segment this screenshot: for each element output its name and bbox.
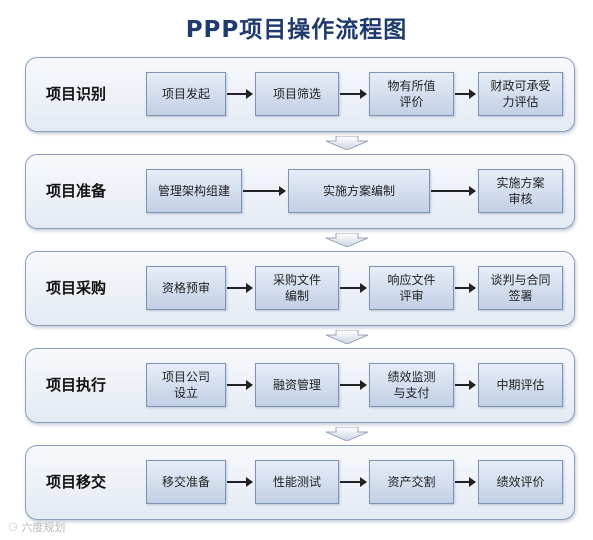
step-box: 项目公司 设立 <box>146 363 226 407</box>
step-box: 移交准备 <box>146 460 226 504</box>
stage-4: 项目执行 项目公司 设立融资管理绩效监测 与支付中期评估 <box>25 348 575 423</box>
step-arrow <box>227 380 253 390</box>
step-box: 资格预审 <box>146 266 226 310</box>
step-arrow <box>227 283 253 293</box>
step-arrow <box>455 283 476 293</box>
stage-label: 项目采购 <box>46 279 107 297</box>
watermark-text: 六度规划 <box>21 521 66 534</box>
step-box: 谈判与合同 签署 <box>478 266 563 310</box>
step-arrow <box>227 477 253 487</box>
stage-label: 项目准备 <box>46 182 107 200</box>
diagram-title: PPP项目操作流程图 <box>185 17 408 43</box>
step-arrow <box>455 477 476 487</box>
step-arrow <box>340 477 367 487</box>
step-arrow <box>243 186 286 196</box>
step-box: 项目筛选 <box>255 72 339 116</box>
down-arrow-icon <box>322 329 372 345</box>
stage-2: 项目准备 管理架构组建 实施方案编制 实施方案 审核 <box>25 154 575 229</box>
step-box: 实施方案编制 <box>288 169 430 213</box>
step-arrow <box>340 380 367 390</box>
step-box: 采购文件 编制 <box>255 266 339 310</box>
stage-label: 项目执行 <box>46 376 107 394</box>
step-box: 绩效监测 与支付 <box>369 363 454 407</box>
step-box: 绩效评价 <box>478 460 563 504</box>
watermark: ⚆ 六度规划 <box>8 519 65 535</box>
step-arrow <box>431 186 476 196</box>
watermark-logo-icon: ⚆ <box>8 521 22 534</box>
step-arrow <box>227 89 253 99</box>
step-box: 项目发起 <box>146 72 226 116</box>
step-box: 财政可承受 力评估 <box>478 72 563 116</box>
stage-5: 项目移交 移交准备性能测试资产交割绩效评价 <box>25 445 575 520</box>
step-arrow <box>455 89 476 99</box>
step-box: 性能测试 <box>255 460 339 504</box>
down-arrow-icon <box>322 135 372 151</box>
step-box: 融资管理 <box>255 363 339 407</box>
step-arrow <box>340 89 367 99</box>
down-arrow-icon <box>322 232 372 248</box>
down-arrow-icon <box>322 426 372 442</box>
step-box: 中期评估 <box>478 363 563 407</box>
stage-label: 项目识别 <box>46 85 107 103</box>
step-box: 管理架构组建 <box>146 169 242 213</box>
stage-3: 项目采购 资格预审采购文件 编制响应文件 评审谈判与合同 签署 <box>25 251 575 326</box>
step-box: 资产交割 <box>369 460 454 504</box>
stage-label: 项目移交 <box>46 473 107 491</box>
step-arrow <box>340 283 367 293</box>
stage-1: 项目识别 项目发起项目筛选物有所值 评价财政可承受 力评估 <box>25 57 575 132</box>
step-arrow <box>455 380 476 390</box>
step-box: 响应文件 评审 <box>369 266 454 310</box>
step-box: 实施方案 审核 <box>478 169 563 213</box>
step-box: 物有所值 评价 <box>369 72 454 116</box>
